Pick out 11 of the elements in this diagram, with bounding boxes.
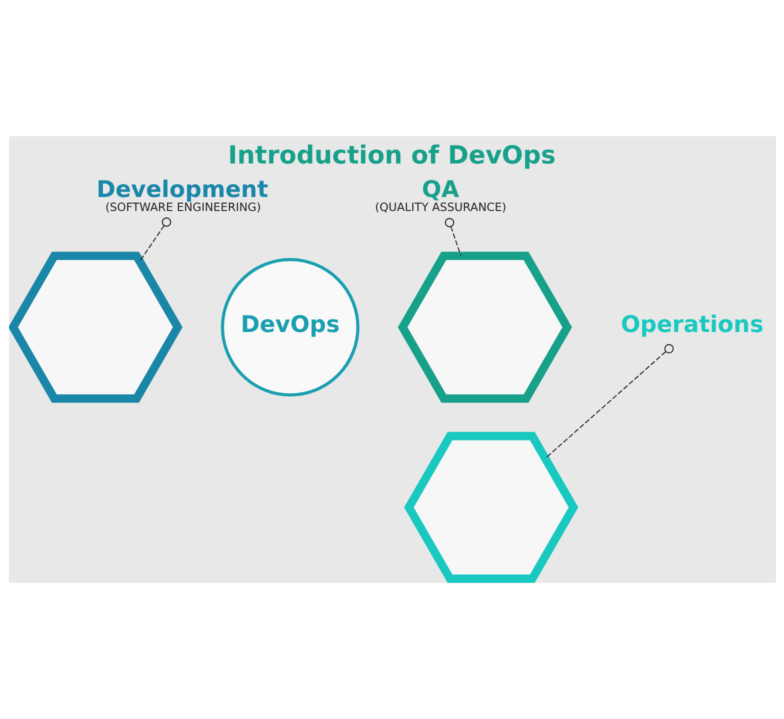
- connector: [444, 218, 461, 256]
- node-text: Development (SOFTWARE ENGINEERING): [96, 177, 268, 214]
- connector: [544, 344, 674, 459]
- node-text: Operations: [620, 312, 763, 338]
- node-circle: DevOps: [220, 258, 359, 396]
- diagram-title: Introduction of DevOps: [227, 140, 556, 170]
- node-hexagon: [404, 432, 578, 583]
- node-text: QA (QUALITY ASSURANCE): [374, 177, 506, 214]
- node-hexagon: [397, 252, 572, 403]
- connector: [138, 217, 171, 262]
- node-hexagon: [8, 252, 182, 403]
